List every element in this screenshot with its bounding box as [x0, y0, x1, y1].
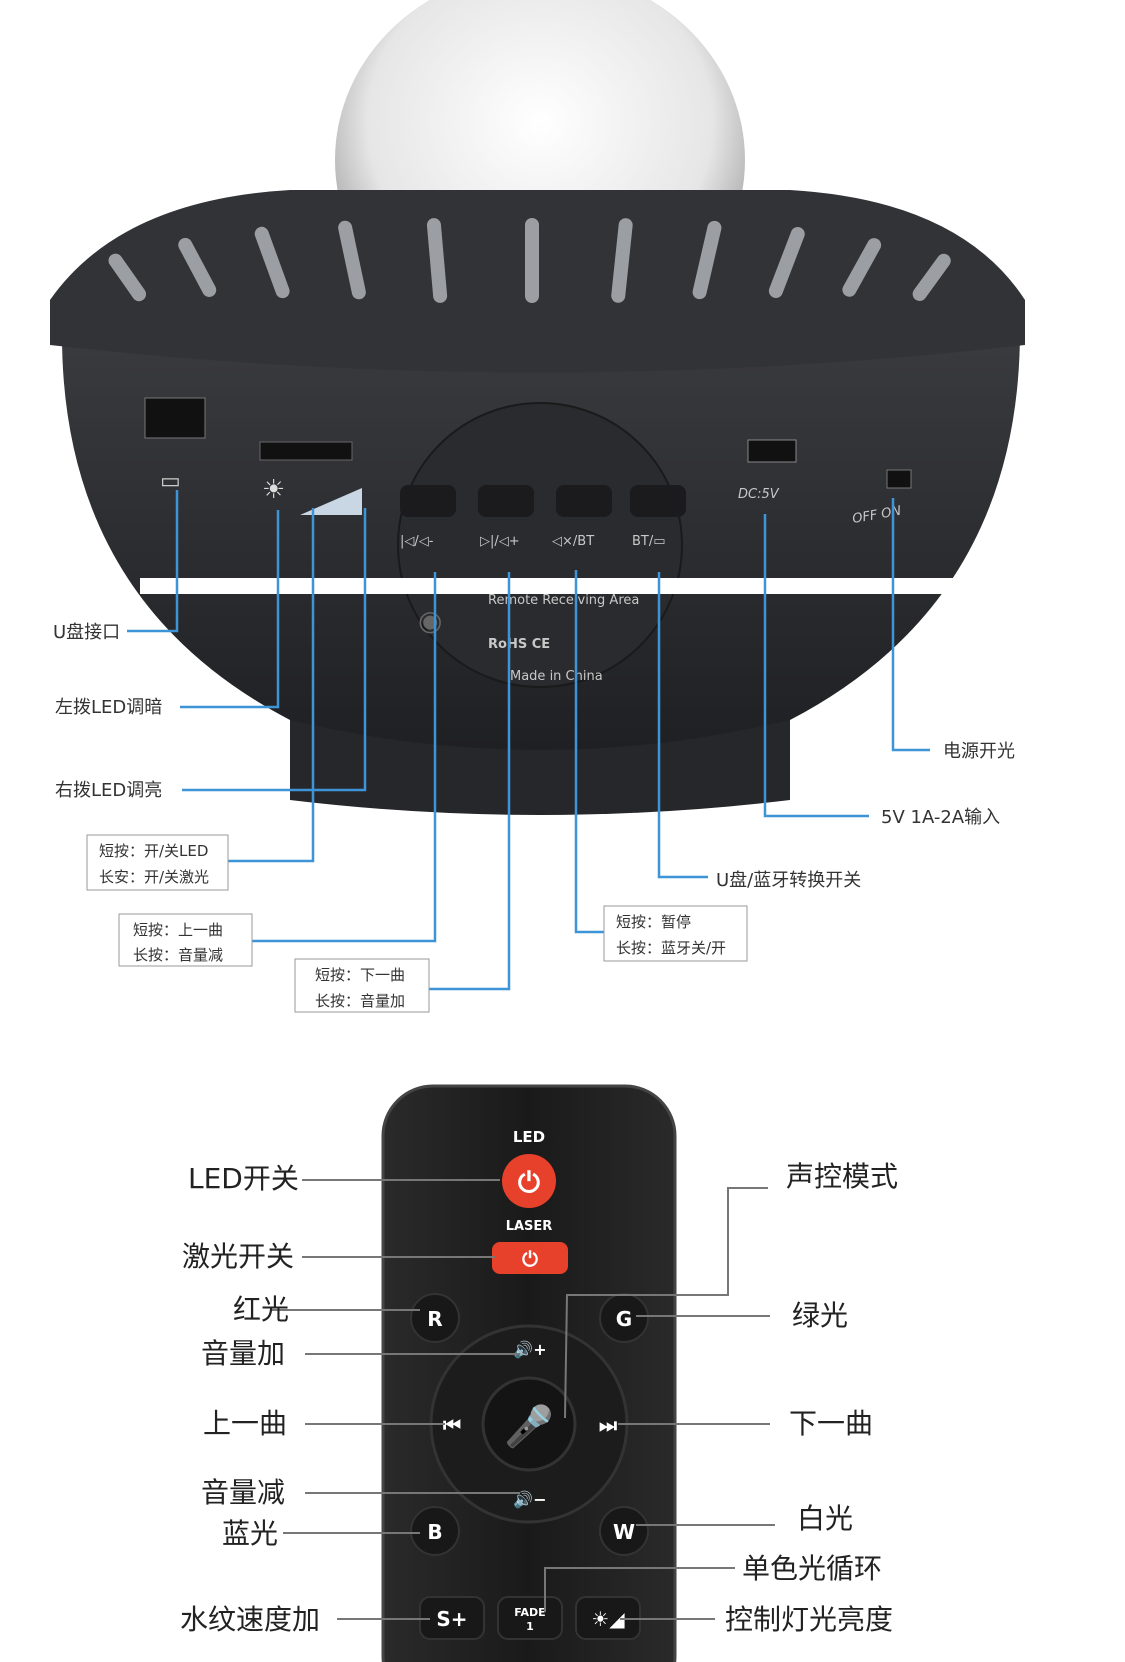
made-in-label: Made in China [510, 669, 603, 684]
color-button-b[interactable]: B [410, 1506, 460, 1556]
button-label: S+ [436, 1607, 467, 1631]
dim-left-label: 左拨LED调暗 [55, 697, 162, 718]
label-blue: 蓝光 [222, 1517, 278, 1550]
button-label: FADE [514, 1606, 545, 1619]
color-button-g[interactable]: G [599, 1293, 649, 1343]
wifi-icon: ◉ [418, 604, 442, 637]
sun-icon: ☀ [262, 475, 285, 505]
color-button-r[interactable]: R [410, 1293, 460, 1343]
white-band [140, 578, 980, 594]
dimmer-wheel [259, 441, 353, 461]
volume-down-icon: 🔊− [513, 1490, 546, 1509]
label-led-switch: LED开关 [188, 1162, 299, 1195]
label-speed-up: 水纹速度加 [180, 1603, 320, 1636]
projector-device: ☀ ▭ |◁/◁- ▷|/◁+ ◁×/BT BT/▭ DC:5V OFF ON [50, 0, 1025, 815]
prev-track-icon: ⏮ [443, 1413, 461, 1437]
label-mono-cycle: 单色光循环 [742, 1552, 882, 1585]
brightness-button[interactable]: ☀◢ [575, 1596, 641, 1640]
box-line: 短按：下一曲 [315, 966, 405, 984]
next-track-icon: ⏭ [599, 1413, 617, 1437]
mute-bt-icon: ◁×/BT [552, 534, 594, 549]
power-icon: ⏻ [518, 1166, 540, 1199]
label-green: 绿光 [792, 1299, 848, 1332]
power-switch-label: 电源开光 [943, 741, 1015, 762]
button-label: W [613, 1520, 635, 1544]
label-volume-down: 音量减 [201, 1476, 285, 1509]
box-line: 短按：开/关LED [99, 842, 208, 860]
bright-right-label: 右拨LED调亮 [55, 780, 162, 801]
box-line: 长按：蓝牙关/开 [616, 939, 726, 957]
next-vol-up-icon: ▷|/◁+ [480, 534, 520, 549]
remote-callout-lines [272, 1179, 775, 1620]
control-panel [397, 402, 683, 688]
button-label: 1 [526, 1620, 534, 1633]
brightness-icon: ☀◢ [591, 1607, 625, 1631]
device-base [290, 720, 790, 815]
mode-switch-label: U盘/蓝牙转换开关 [716, 870, 861, 891]
remote-area-label: Remote Receiving Area [488, 593, 639, 608]
callout-box-4: 短按：暂停 长按：蓝牙关/开 [603, 905, 748, 962]
rohs-label: RoHS CE [488, 637, 550, 652]
usb-icon: ▭ [160, 469, 181, 494]
box-line: 短按：上一曲 [133, 921, 223, 939]
button-label: B [427, 1520, 442, 1544]
label-laser-switch: 激光开关 [182, 1240, 294, 1273]
panel-buttons [400, 485, 686, 517]
label-brightness: 控制灯光亮度 [725, 1603, 893, 1636]
usb-port [144, 397, 206, 439]
color-button-w[interactable]: W [599, 1506, 649, 1556]
box-line: 长安：开/关激光 [99, 868, 209, 886]
device-lower-print: ◉ Remote Receiving Area RoHS CE Made in … [418, 593, 639, 684]
vent-slots [108, 218, 951, 303]
power-switch [886, 469, 912, 489]
callout-box-2: 短按：上一曲 长按：音量减 [118, 913, 253, 967]
volume-up-icon: 🔊+ [513, 1340, 546, 1359]
label-prev-track: 上一曲 [203, 1407, 287, 1440]
led-power-button[interactable] [502, 1154, 556, 1208]
label-volume-up: 音量加 [201, 1337, 285, 1370]
bt-usb-icon: BT/▭ [632, 534, 666, 549]
box-line: 长按：音量减 [133, 946, 223, 964]
power-icon: ⏻ [522, 1247, 538, 1271]
label-red: 红光 [233, 1293, 289, 1326]
label-white: 白光 [797, 1502, 853, 1535]
dc-port [747, 439, 797, 463]
microphone-icon: 🎤 [504, 1402, 554, 1450]
callout-lines [127, 490, 930, 991]
dc-input-label: 5V 1A-2A输入 [881, 807, 1000, 828]
label-next-track: 下一曲 [789, 1407, 873, 1440]
laser-label: LASER [506, 1219, 553, 1234]
dc-label: DC:5V [738, 487, 780, 502]
callout-box-3: 短按：下一曲 长按：音量加 [294, 958, 430, 1013]
prev-vol-down-icon: |◁/◁- [400, 534, 434, 549]
remote-control: LED ⏻ LASER ⏻ 🎤 🔊+ 🔊− ⏮ ⏭ R G B W S+ FAD… [381, 1084, 677, 1662]
led-label: LED [513, 1128, 545, 1146]
label-sound-mode: 声控模式 [786, 1160, 898, 1193]
laser-power-button[interactable] [492, 1242, 568, 1274]
mic-button[interactable] [481, 1376, 577, 1472]
usb-port-label: U盘接口 [53, 622, 120, 643]
button-label: G [616, 1307, 632, 1331]
button-label: R [427, 1307, 442, 1331]
callout-box-1: 短按：开/关LED 长安：开/关激光 [86, 834, 229, 891]
brightness-triangle-icon [300, 488, 362, 515]
box-line: 短按：暂停 [616, 913, 691, 931]
box-line: 长按：音量加 [315, 992, 405, 1010]
